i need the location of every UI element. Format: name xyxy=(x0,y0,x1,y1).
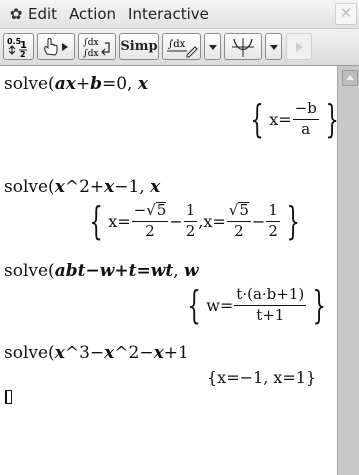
scrollbar[interactable] xyxy=(337,66,359,475)
fraction-decimal-toggle-icon: 0.5 1 2 xyxy=(7,37,27,58)
integral-definite-button[interactable]: ∫dx ∫dx xyxy=(78,33,116,60)
fd-den: 2 xyxy=(20,50,26,58)
drag-hand-button[interactable] xyxy=(37,33,75,60)
menu-interactive[interactable]: Interactive xyxy=(128,5,209,23)
svg-text:∫dx: ∫dx xyxy=(83,49,99,58)
play-icon xyxy=(296,41,303,52)
gear-icon[interactable]: ✿ xyxy=(9,5,23,23)
integral-pen-icon: ∫dx xyxy=(166,39,198,57)
text-cursor[interactable] xyxy=(5,390,12,404)
output-line-4: {x=−1, x=1} xyxy=(207,368,317,387)
fn-solve: solve( xyxy=(4,177,55,197)
output-line-1: { x= −b a } xyxy=(250,97,339,141)
fraction: t·(a·b+1) t+1 xyxy=(234,285,307,324)
fraction: 1 2 xyxy=(183,201,198,240)
fraction: 1 2 xyxy=(266,201,280,240)
fd-num: 1 xyxy=(20,40,27,51)
graph-axes-icon xyxy=(232,37,254,57)
svg-text:∫dx: ∫dx xyxy=(168,39,186,50)
fn-solve: solve( xyxy=(4,74,55,94)
simp-label: Simp xyxy=(120,39,158,54)
input-line-2[interactable]: solve(x^2+x−1, x xyxy=(4,177,161,197)
fn-solve: solve( xyxy=(4,261,55,281)
main-work-area[interactable]: solve(ax+b=0, x { x= −b a } solve(x^2+x−… xyxy=(0,66,339,475)
fraction: −√5 2 xyxy=(131,201,169,240)
dropdown-button-2[interactable] xyxy=(265,33,282,60)
simp-button[interactable]: Simp xyxy=(119,33,159,60)
fn-solve: solve( xyxy=(4,343,55,363)
fraction: −b a xyxy=(292,99,319,138)
drag-hand-icon xyxy=(44,37,68,56)
dropdown-button-1[interactable] xyxy=(204,33,221,60)
fraction: √5 2 xyxy=(226,201,251,240)
toolbar: 0.5 1 2 ∫dx ∫dx Simp ∫dx xyxy=(0,29,359,66)
integral-pen-button[interactable]: ∫dx xyxy=(162,33,201,60)
graph-button[interactable] xyxy=(224,33,262,60)
play-button[interactable] xyxy=(286,33,312,60)
output-line-2: { x= −√5 2 − 1 2 , x= √5 2 − 1 2 } xyxy=(89,199,300,243)
dropdown-arrow-icon xyxy=(208,44,217,50)
fraction-decimal-toggle-button[interactable]: 0.5 1 2 xyxy=(3,33,34,60)
output-line-3: { w= t·(a·b+1) t+1 } xyxy=(187,283,326,327)
input-line-1[interactable]: solve(ax+b=0, x xyxy=(4,74,149,94)
close-icon[interactable]: ✕ xyxy=(335,3,357,25)
menu-bar: ✿ Edit Action Interactive ✕ xyxy=(0,0,359,29)
input-line-3[interactable]: solve(abt−w+t=wt, w xyxy=(4,261,199,281)
svg-text:∫dx: ∫dx xyxy=(83,38,99,48)
scroll-up-icon[interactable] xyxy=(342,70,358,86)
integral-definite-icon: ∫dx ∫dx xyxy=(83,38,110,58)
input-line-4[interactable]: solve(x^3−x^2−x+1 xyxy=(4,343,189,363)
menu-action[interactable]: Action xyxy=(69,5,117,23)
menu-edit[interactable]: Edit xyxy=(28,5,58,23)
fd-top: 0.5 xyxy=(7,37,22,46)
dropdown-arrow-icon xyxy=(269,44,278,50)
